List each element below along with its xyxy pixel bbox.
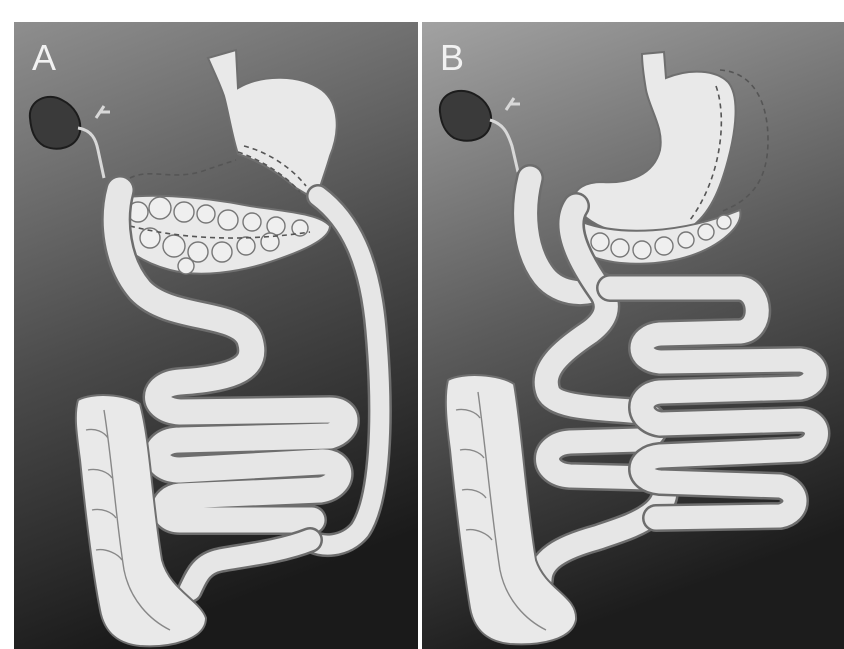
- panel-b-label: B: [440, 37, 464, 78]
- panel-divider: [418, 22, 422, 649]
- panel-a: A: [14, 22, 418, 649]
- panel-a-label: A: [32, 37, 56, 78]
- panel-b: B: [422, 22, 844, 649]
